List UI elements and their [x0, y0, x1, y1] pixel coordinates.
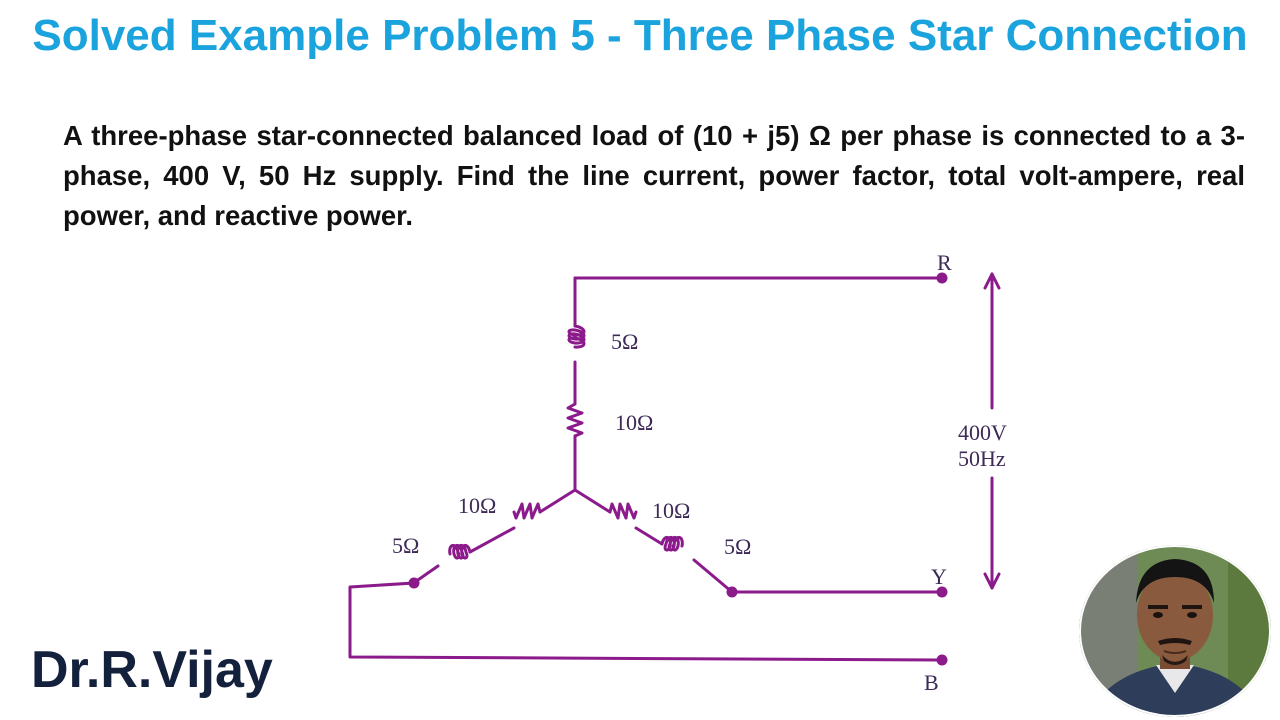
- left-phase-inductance-label: 5Ω: [392, 533, 419, 558]
- r-phase-resistance-label: 10Ω: [615, 410, 653, 435]
- presenter-avatar: [1079, 545, 1271, 717]
- terminal-r-label: R: [937, 250, 952, 275]
- b-line-wire: [348, 581, 942, 662]
- supply-frequency-label: 50Hz: [958, 446, 1006, 471]
- r-terminal-dot: [936, 272, 948, 284]
- right-branch-wire: [573, 488, 612, 514]
- left-branch-resistor: [512, 502, 542, 520]
- right-phase-inductance-label: 5Ω: [724, 534, 751, 559]
- slide-title: Solved Example Problem 5 - Three Phase S…: [32, 11, 1248, 60]
- terminal-b-label: B: [924, 670, 939, 695]
- left-branch-inductor: [448, 544, 472, 560]
- problem-statement: A three-phase star-connected balanced lo…: [63, 120, 1245, 231]
- right-phase-resistance-label: 10Ω: [652, 498, 690, 523]
- right-branch-wire-mid: [634, 526, 664, 546]
- right-branch-resistor: [608, 502, 638, 520]
- r-branch-resistor: [566, 402, 584, 438]
- r-phase-inductance-label: 5Ω: [611, 329, 638, 354]
- left-branch-wire-mid: [468, 526, 516, 554]
- b-terminal-dot: [936, 654, 948, 666]
- terminal-y-label: Y: [931, 564, 947, 589]
- supply-voltage-label: 400V: [958, 420, 1007, 445]
- voltage-arrow-head-top: [983, 272, 1001, 290]
- left-branch-wire-end: [413, 564, 440, 584]
- right-branch-wire-end: [692, 558, 734, 594]
- right-branch-inductor: [660, 536, 684, 552]
- author-name: Dr.R.Vijay: [31, 641, 273, 699]
- left-phase-resistance-label: 10Ω: [458, 493, 496, 518]
- r-branch-inductor: [567, 324, 586, 349]
- voltage-arrow-head-bottom: [983, 572, 1001, 590]
- left-branch-wire: [538, 488, 577, 514]
- y-terminal-dot: [936, 586, 948, 598]
